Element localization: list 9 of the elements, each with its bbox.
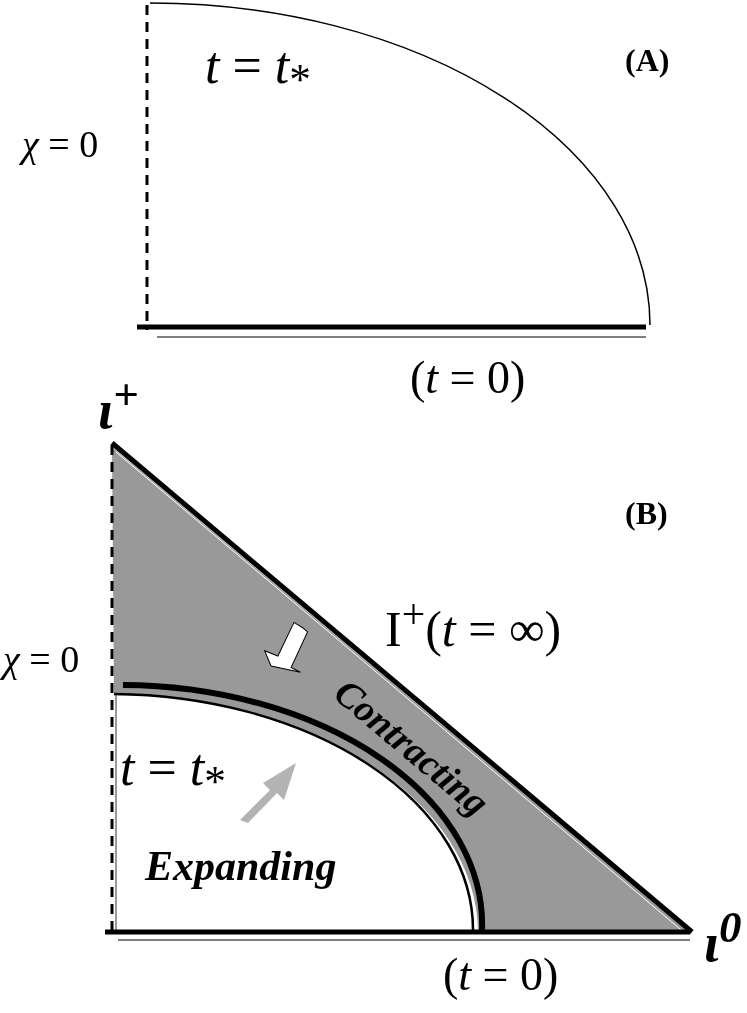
panel-label: (A) — [625, 44, 670, 76]
region-label: Expanding — [145, 845, 337, 887]
curve-label: t = t$_{*}$ — [205, 40, 311, 102]
boundary-label: (t = 0) — [443, 952, 559, 998]
infinity-label: ι$^{0}$ — [704, 905, 742, 970]
boundary-label: (t = 0) — [410, 355, 526, 401]
curve-label: t = t$_{*}$ — [120, 742, 226, 804]
panel-label: (B) — [625, 497, 668, 529]
infinity-label: ι$^{+}$ — [98, 372, 139, 437]
